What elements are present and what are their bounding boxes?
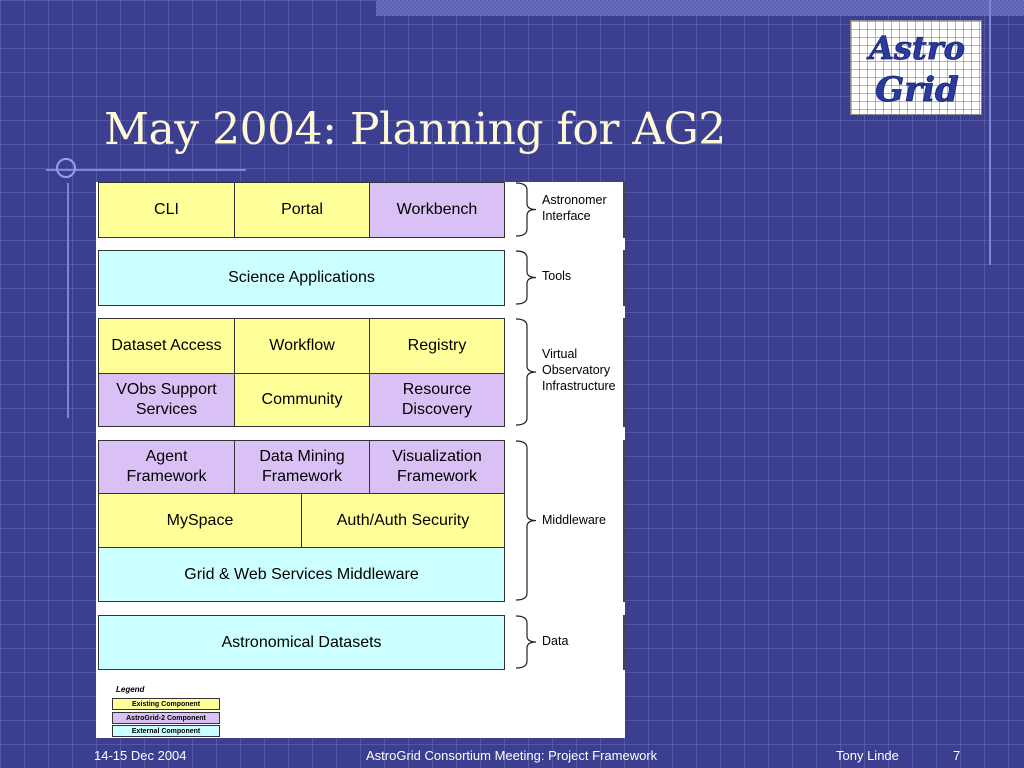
legend-title: Legend <box>116 685 145 694</box>
group-edge-line <box>623 440 625 602</box>
component-agent-framework: Agent Framework <box>98 440 235 494</box>
component-community: Community <box>234 373 370 427</box>
group-label-astronomer-interface: Astronomer Interface <box>542 193 607 223</box>
group-edge-line <box>623 182 625 238</box>
group-label-tools: Tools <box>542 269 572 283</box>
group-braces <box>515 182 537 669</box>
component-workflow: Workflow <box>234 318 370 374</box>
component-data-mining-framework: Data Mining Framework <box>234 440 370 494</box>
group-label-middleware: Middleware <box>542 513 606 527</box>
legend-item-external-component: External Component <box>112 725 220 737</box>
component-grid-web-services-middleware: Grid & Web Services Middleware <box>98 547 505 602</box>
footer-page-number: 7 <box>953 748 961 763</box>
group-brace-data <box>515 615 537 669</box>
footer-date: 14-15 Dec 2004 <box>94 748 187 763</box>
group-brace-middleware <box>515 440 537 601</box>
component-science-applications: Science Applications <box>98 250 505 306</box>
legend-item-existing-component: Existing Component <box>112 698 220 710</box>
svg-text:Grid: Grid <box>875 70 959 110</box>
component-workbench: Workbench <box>369 182 505 238</box>
component-portal: Portal <box>234 182 370 238</box>
component-registry: Registry <box>369 318 505 374</box>
group-brace-virtual-observatory-infrastructure <box>515 318 537 426</box>
top-decorative-band <box>376 0 1024 16</box>
svg-text:Astro: Astro <box>866 29 965 67</box>
legend-item-astrogrid-2-component: AstroGrid-2 Component <box>112 712 220 724</box>
component-cli: CLI <box>98 182 235 238</box>
footer-author: Tony Linde <box>836 748 899 763</box>
component-vobs-support-services: VObs Support Services <box>98 373 235 427</box>
component-visualization-framework: Visualization Framework <box>369 440 505 494</box>
group-brace-astronomer-interface <box>515 182 537 237</box>
group-edge-line <box>623 250 625 306</box>
component-dataset-access: Dataset Access <box>98 318 235 374</box>
component-astronomical-datasets: Astronomical Datasets <box>98 615 505 670</box>
decorative-vertical-line-right <box>989 0 991 265</box>
component-resource-discovery: Resource Discovery <box>369 373 505 427</box>
group-brace-tools <box>515 250 537 305</box>
slide-title: May 2004: Planning for AG2 <box>104 104 726 155</box>
decorative-horizontal-line <box>46 169 246 171</box>
group-edge-line <box>623 615 625 670</box>
group-label-data: Data <box>542 634 569 648</box>
astrogrid-logo: Astro Grid <box>850 20 982 115</box>
decorative-crosshair-icon <box>56 158 76 178</box>
group-label-virtual-observatory-infrastructure: Virtual Observatory Infrastructure <box>542 347 616 393</box>
footer-meeting: AstroGrid Consortium Meeting: Project Fr… <box>366 748 658 763</box>
component-myspace: MySpace <box>98 493 302 548</box>
decorative-vertical-line-left <box>67 183 69 418</box>
group-edge-line <box>623 318 625 427</box>
